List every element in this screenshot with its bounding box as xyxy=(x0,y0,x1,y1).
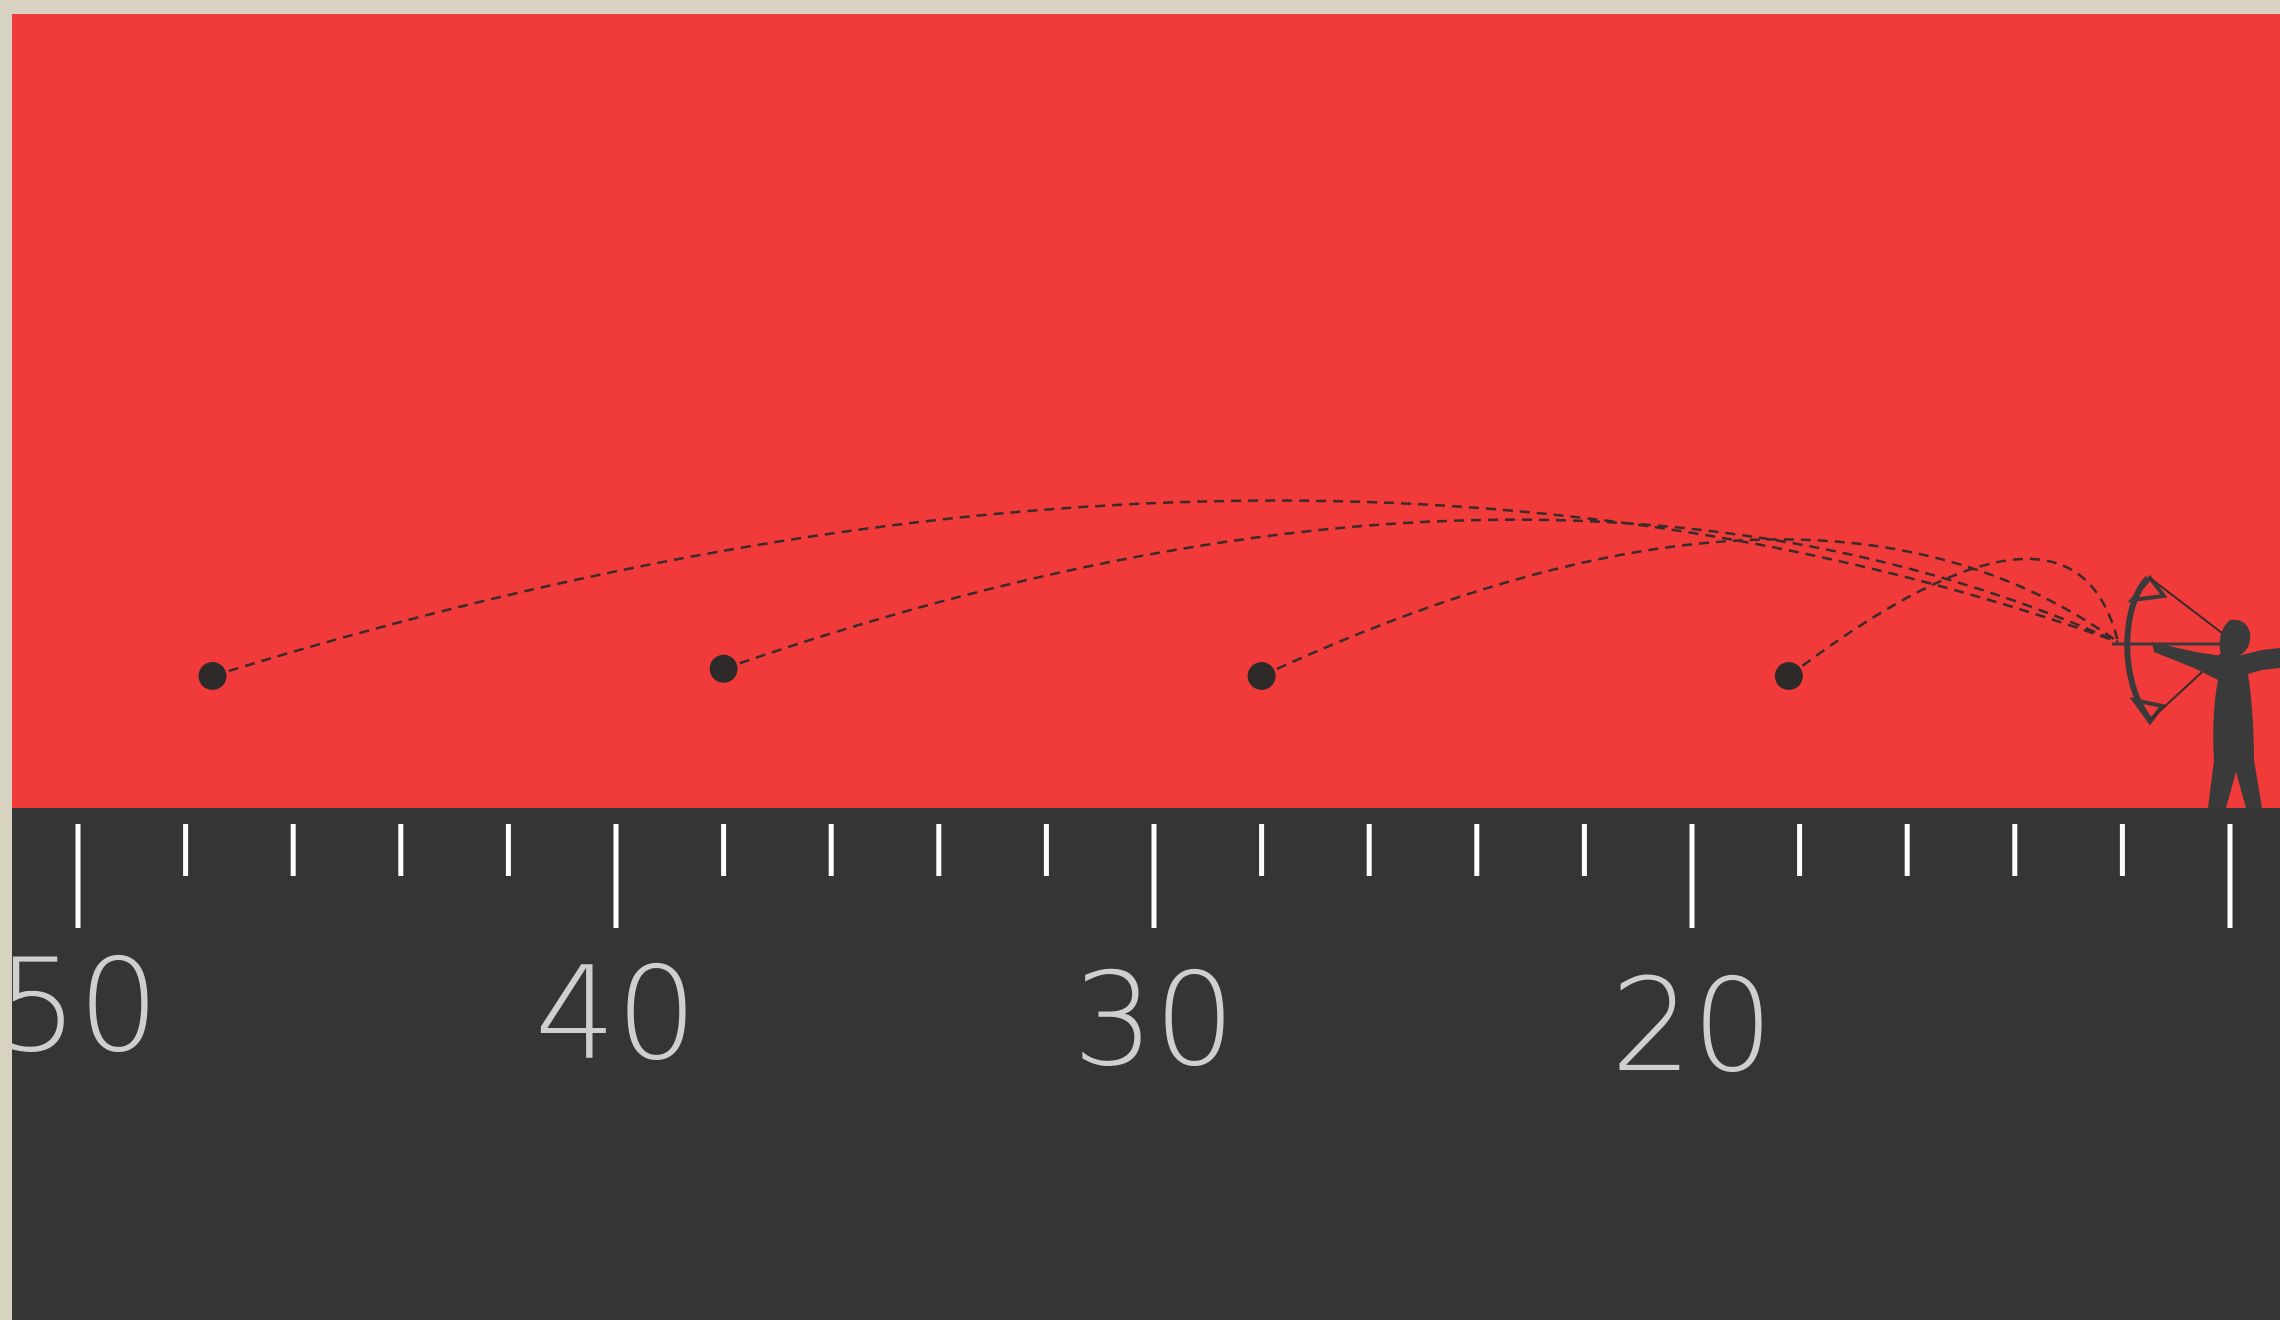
distance-label-20: 20 xyxy=(1611,952,1774,1101)
archer-silhouette-icon xyxy=(2112,574,2280,808)
target-1-marker xyxy=(198,662,227,690)
trajectory-4 xyxy=(1788,557,2120,677)
trajectory-1 xyxy=(212,499,2119,678)
distance-label-50: 50 xyxy=(0,932,159,1081)
archer-body xyxy=(2152,619,2280,808)
trajectory-2 xyxy=(723,518,2119,670)
distance-ruler-ground xyxy=(12,808,2280,1320)
target-4-marker xyxy=(1774,662,1803,690)
arrow-trajectories xyxy=(212,499,2120,678)
compound-bow-icon xyxy=(2112,574,2228,726)
sky-area xyxy=(12,14,2280,808)
distance-label-40: 40 xyxy=(535,940,698,1089)
target-2-marker xyxy=(709,654,738,683)
target-markers xyxy=(198,654,1803,690)
target-3-marker xyxy=(1247,662,1276,690)
distance-ticks xyxy=(75,824,2233,928)
distance-label-30: 30 xyxy=(1073,946,1236,1095)
trajectory-3 xyxy=(1261,538,2119,678)
distance-labels: 50 40 30 20 xyxy=(0,932,1773,1101)
